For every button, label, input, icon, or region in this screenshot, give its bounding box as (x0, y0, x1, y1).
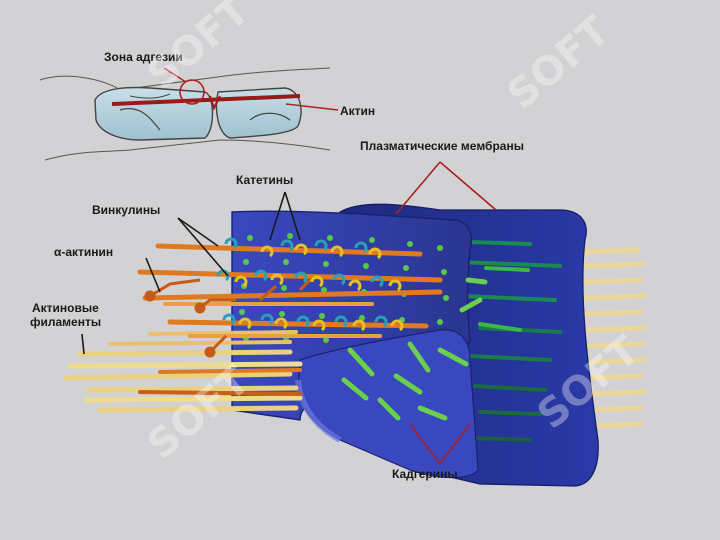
label-alpha-actinin: α-актинин (54, 245, 114, 259)
label-plasma-membranes: Плазматические мембраны (360, 139, 524, 153)
label-cadherins: Кадгерины (392, 467, 458, 481)
cadherin-rods (458, 240, 562, 442)
label-catenins: Катетины (236, 173, 294, 187)
label-actin-filaments-line2: филаменты (30, 315, 102, 329)
label-actin-filaments-line1: Актиновые (32, 301, 99, 315)
label-adhesion-zone: Зона адгезии (104, 50, 183, 64)
actin-bundle (63, 330, 303, 413)
pointer-lines (81, 191, 301, 355)
flap-cadherins (341, 277, 488, 421)
red-pointer-lines (395, 161, 497, 465)
actin-rods (137, 243, 443, 396)
adhesion-circle (179, 79, 205, 105)
label-vinculins: Винкулины (92, 203, 161, 217)
actin-band (111, 94, 301, 106)
catenin-rings (234, 243, 404, 332)
right-filaments (577, 247, 648, 429)
alpha-actinin-links (144, 276, 314, 358)
left-cell (94, 86, 214, 141)
cell-inset (39, 67, 339, 161)
label-actin: Актин (340, 104, 376, 118)
